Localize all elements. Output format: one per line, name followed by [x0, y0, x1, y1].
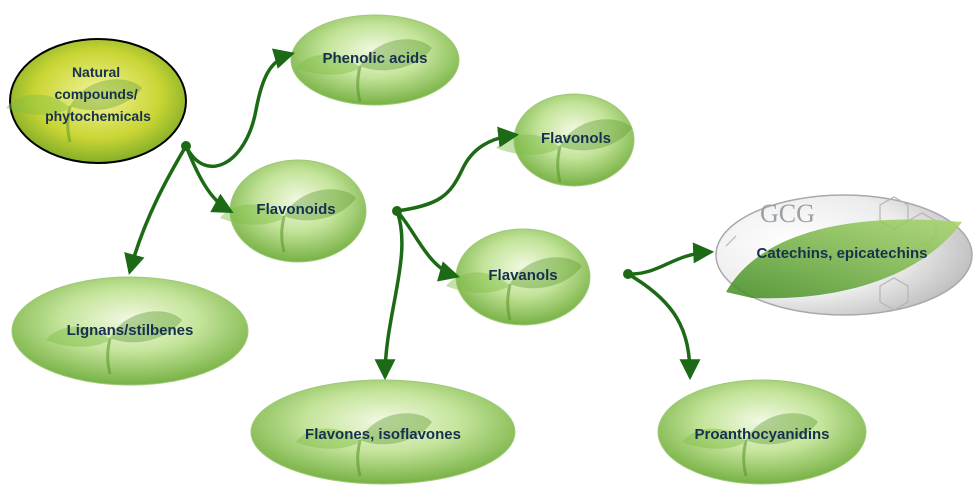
phenolic-acids-label: Phenolic acids: [322, 50, 427, 67]
catechins-epicatechins-label: Catechins, epicatechins: [757, 245, 928, 262]
node-catechins-epicatechins: GCG Catechins, epicatechins: [716, 195, 972, 315]
flavonoids-label: Flavonoids: [256, 201, 335, 218]
natural-label-line-1: Natural: [72, 64, 120, 80]
proanthocyanidins-label: Proanthocyanidins: [694, 426, 829, 443]
edge-flavanols-to-catechins: [628, 252, 710, 274]
node-flavonols: Flavonols: [496, 94, 634, 186]
edge-flavonoids-to-flavanols: [397, 211, 456, 276]
flavones-isoflavones-label: Flavones, isoflavones: [305, 426, 461, 443]
natural-label-line-3: phytochemicals: [45, 108, 151, 124]
junction-dot-natural: [181, 141, 191, 151]
flavonols-label: Flavonols: [541, 130, 611, 147]
chemical-structure-backdrop-text: GCG: [760, 199, 815, 228]
edge-natural-to-phenolic: [186, 54, 291, 166]
natural-label-line-2: compounds/: [54, 86, 137, 102]
edge-flavanols-to-proanthocyanidins: [628, 274, 690, 376]
junction-dot-flavonoids: [392, 206, 402, 216]
node-phenolic-acids: Phenolic acids: [291, 15, 459, 105]
node-flavones-isoflavones: Flavones, isoflavones: [251, 380, 515, 484]
node-lignans-stilbenes: Lignans/stilbenes: [12, 277, 248, 385]
node-flavonoids: Flavonoids: [220, 160, 366, 262]
edge-flavonoids-to-flavones: [385, 211, 402, 376]
node-flavanols: Flavanols: [446, 229, 590, 325]
node-proanthocyanidins: Proanthocyanidins: [658, 380, 866, 484]
node-natural-compounds: Natural compounds/ phytochemicals: [6, 39, 186, 163]
junction-dot-flavanols: [623, 269, 633, 279]
lignans-stilbenes-label: Lignans/stilbenes: [67, 322, 194, 339]
edge-natural-to-lignans: [130, 146, 186, 271]
edge-flavonoids-to-flavonols: [397, 135, 515, 211]
flavanols-label: Flavanols: [488, 267, 557, 284]
